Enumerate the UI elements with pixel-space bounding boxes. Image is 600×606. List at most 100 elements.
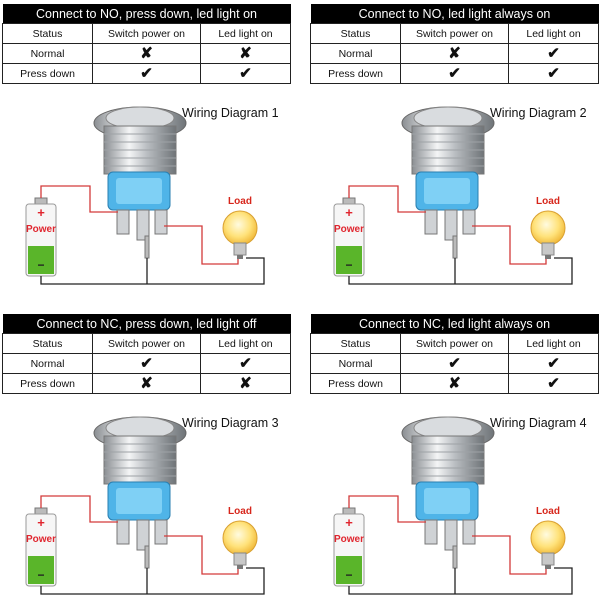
led-mark: ✔ <box>507 373 600 394</box>
row-status: Normal <box>2 43 93 64</box>
battery-icon: + Power − <box>25 507 57 587</box>
diagram-title: Wiring Diagram 1 <box>182 106 279 120</box>
wiring-panel-2: Connect to NO, led light always on Statu… <box>310 4 600 296</box>
table-row: Press down ✔ ✔ <box>2 63 291 84</box>
diagram-title: Wiring Diagram 4 <box>490 416 587 430</box>
column-header-status: Status <box>310 333 401 354</box>
table-row: Normal ✘ ✔ <box>310 43 600 64</box>
battery-icon: + Power − <box>333 507 365 587</box>
row-status: Press down <box>310 373 401 394</box>
cross-mark-icon: ✘ <box>448 45 461 62</box>
switch-mark: ✘ <box>92 43 201 64</box>
cross-mark-icon: ✘ <box>140 45 153 62</box>
column-header-switch: Switch power on <box>92 23 201 44</box>
row-status: Press down <box>2 373 93 394</box>
column-header-switch: Switch power on <box>400 23 509 44</box>
table-title: Connect to NO, led light always on <box>310 4 599 24</box>
column-header-status: Status <box>2 333 93 354</box>
status-table: Connect to NO, press down, led light on … <box>2 4 291 84</box>
table-title: Connect to NO, press down, led light on <box>2 4 291 24</box>
wiring-diagram: Wiring Diagram 2 <box>310 86 598 296</box>
switch-mark: ✔ <box>400 353 509 374</box>
light-bulb-icon: Load <box>222 506 258 569</box>
led-mark: ✔ <box>507 63 600 84</box>
wires <box>40 185 265 285</box>
wiring-diagram: Wiring Diagram 3 <box>2 396 290 606</box>
wires <box>348 185 573 285</box>
cross-mark-icon: ✘ <box>239 45 252 62</box>
wires <box>348 495 573 595</box>
column-header-led: Led light on <box>200 333 291 354</box>
wiring-illustration: + Power − Load <box>333 416 573 595</box>
table-row: Normal ✔ ✔ <box>310 353 600 374</box>
battery-icon: + Power − <box>333 197 365 277</box>
wiring-diagram: Wiring Diagram 1 <box>2 86 290 296</box>
wiring-panel-4: Connect to NC, led light always on Statu… <box>310 314 600 606</box>
switch-mark: ✔ <box>400 63 509 84</box>
minus-label: − <box>37 258 44 272</box>
switch-mark: ✔ <box>92 63 201 84</box>
cross-mark-icon: ✘ <box>239 375 252 392</box>
status-table: Connect to NC, press down, led light off… <box>2 314 291 394</box>
table-row: Press down ✔ ✔ <box>310 63 600 84</box>
cross-mark-icon: ✘ <box>140 375 153 392</box>
row-status: Normal <box>310 353 401 374</box>
led-mark: ✔ <box>507 43 600 64</box>
switch-mark: ✘ <box>400 43 509 64</box>
table-row: Normal ✘ ✘ <box>2 43 291 64</box>
led-mark: ✘ <box>200 373 291 394</box>
load-label: Load <box>228 506 252 517</box>
power-label: Power <box>26 534 56 545</box>
table-row: Press down ✘ ✘ <box>2 373 291 394</box>
light-bulb-icon: Load <box>222 196 258 259</box>
wiring-diagram: Wiring Diagram 4 <box>310 396 598 606</box>
check-mark-icon: ✔ <box>140 65 153 82</box>
row-status: Normal <box>2 353 93 374</box>
check-mark-icon: ✔ <box>547 355 560 372</box>
minus-label: − <box>37 568 44 582</box>
column-header-switch: Switch power on <box>92 333 201 354</box>
minus-label: − <box>345 258 352 272</box>
row-status: Press down <box>310 63 401 84</box>
column-header-led: Led light on <box>200 23 291 44</box>
push-button-switch <box>93 106 187 259</box>
power-label: Power <box>334 224 364 235</box>
diagram-title: Wiring Diagram 2 <box>490 106 587 120</box>
battery-icon: + Power − <box>25 197 57 277</box>
wiring-illustration: + Power − Load <box>25 106 265 285</box>
led-mark: ✔ <box>200 63 291 84</box>
status-table: Connect to NO, led light always on Statu… <box>310 4 600 84</box>
plus-label: + <box>345 515 353 530</box>
check-mark-icon: ✔ <box>239 65 252 82</box>
column-header-status: Status <box>2 23 93 44</box>
led-mark: ✔ <box>200 353 291 374</box>
push-button-switch <box>401 416 495 569</box>
table-title: Connect to NC, press down, led light off <box>2 314 291 334</box>
column-header-led: Led light on <box>507 333 600 354</box>
plus-label: + <box>37 205 45 220</box>
diagram-title: Wiring Diagram 3 <box>182 416 279 430</box>
column-header-switch: Switch power on <box>400 333 509 354</box>
check-mark-icon: ✔ <box>448 355 461 372</box>
light-bulb-icon: Load <box>530 506 566 569</box>
push-button-switch <box>401 106 495 259</box>
switch-mark: ✘ <box>92 373 201 394</box>
power-label: Power <box>26 224 56 235</box>
plus-label: + <box>37 515 45 530</box>
power-label: Power <box>334 534 364 545</box>
column-header-led: Led light on <box>507 23 600 44</box>
load-label: Load <box>536 196 560 207</box>
plus-label: + <box>345 205 353 220</box>
column-header-status: Status <box>310 23 401 44</box>
check-mark-icon: ✔ <box>140 355 153 372</box>
push-button-switch <box>93 416 187 569</box>
check-mark-icon: ✔ <box>547 65 560 82</box>
check-mark-icon: ✔ <box>239 355 252 372</box>
check-mark-icon: ✔ <box>547 45 560 62</box>
check-mark-icon: ✔ <box>448 65 461 82</box>
check-mark-icon: ✔ <box>547 375 560 392</box>
table-row: Press down ✘ ✔ <box>310 373 600 394</box>
wiring-panel-1: Connect to NO, press down, led light on … <box>2 4 291 296</box>
row-status: Normal <box>310 43 401 64</box>
switch-mark: ✘ <box>400 373 509 394</box>
